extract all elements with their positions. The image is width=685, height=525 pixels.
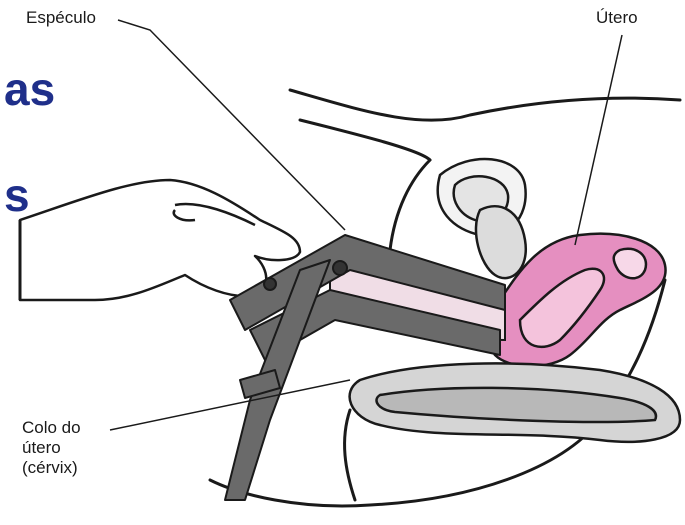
label-cervix-line3: (cérvix): [22, 458, 81, 478]
text-fragment-upper: as: [4, 64, 55, 114]
label-cervix: Colo do útero (cérvix): [22, 418, 81, 478]
label-cervix-line2: útero: [22, 438, 81, 458]
label-cervix-line1: Colo do: [22, 418, 81, 438]
label-uterus: Útero: [596, 8, 638, 28]
hand: [20, 180, 300, 300]
label-speculum: Espéculo: [26, 8, 96, 28]
text-fragment-lower: s: [4, 170, 30, 220]
